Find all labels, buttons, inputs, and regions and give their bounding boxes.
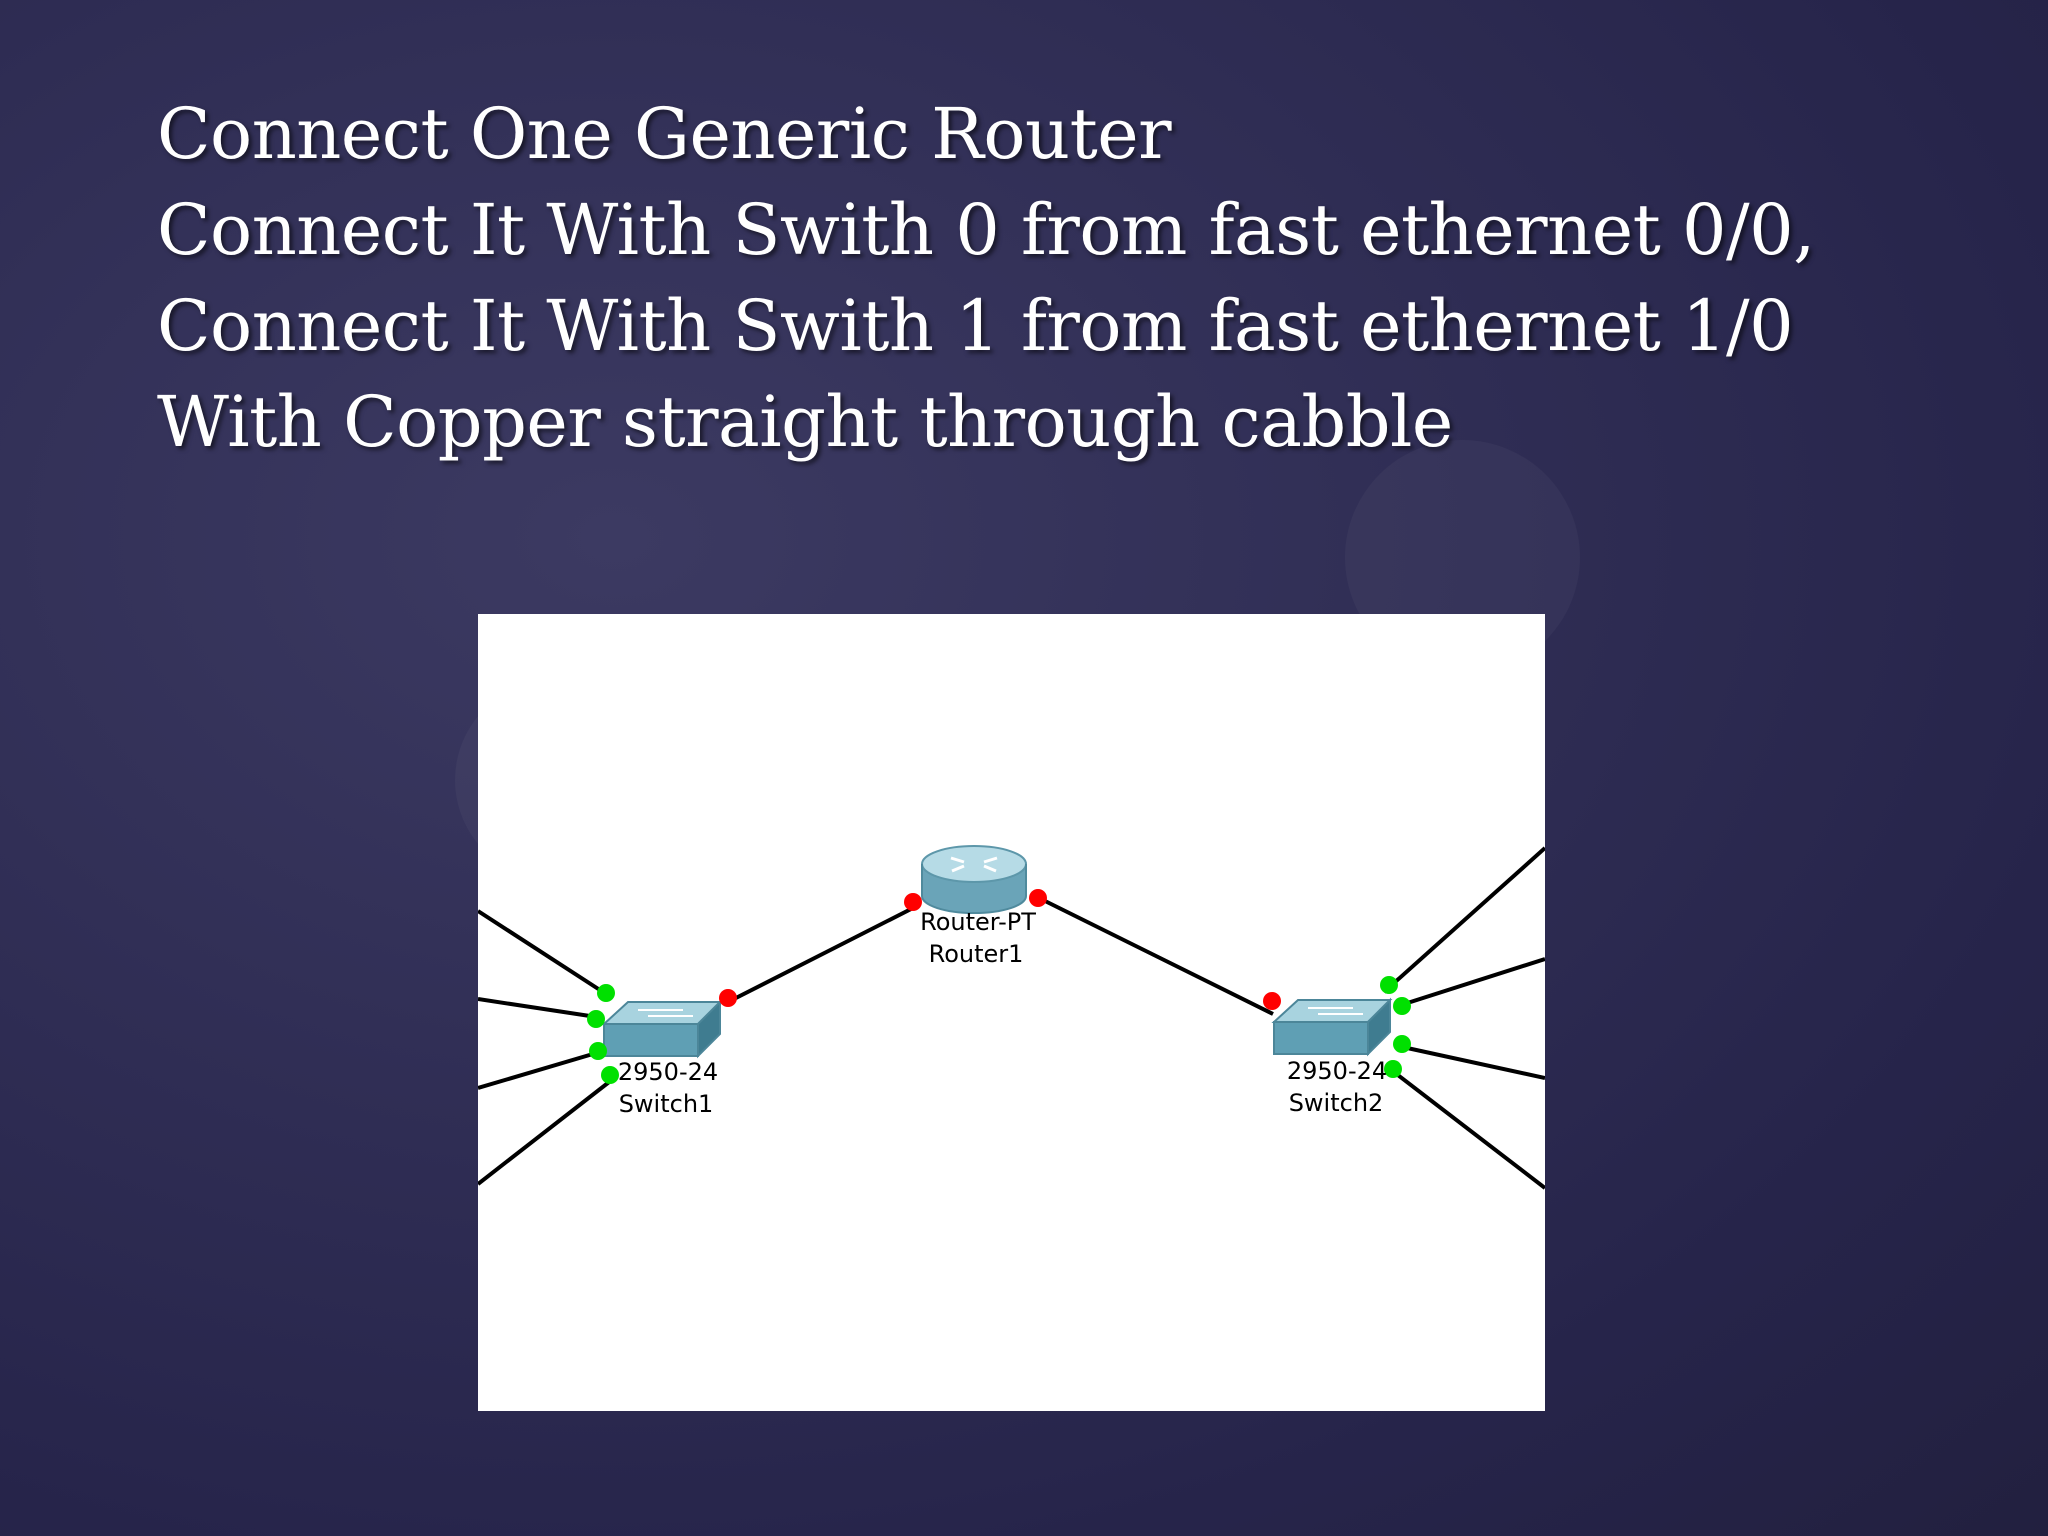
link-up-dots [587,976,1411,1084]
link-down-dot [719,989,737,1007]
switch2-model-label: 2950-24 [1287,1057,1387,1085]
cable [478,1077,615,1186]
link-up-dot [587,1010,605,1028]
cable [1397,1044,1545,1080]
title-line: Connect It With Swith 1 from fast ethern… [157,285,1794,367]
switch2-cables [1382,846,1545,1190]
switch1-icon[interactable] [601,999,723,1059]
cable [1397,957,1545,1008]
switch1-model-label: 2950-24 [618,1058,718,1086]
title-line: Connect One Generic Router [157,93,1172,175]
switch1-cables [478,909,615,1186]
cable-router-switch2 [1042,898,1274,1016]
cable [478,1049,604,1090]
link-down-dots [719,889,1281,1010]
link-up-dot [1384,1060,1402,1078]
router-name-label: Router1 [929,940,1024,968]
link-up-dot [589,1042,607,1060]
topology-diagram: Router-PT Router1 2950-24 Switch1 2950-2… [478,845,1545,1190]
network-topology-screenshot: Router-PT Router1 2950-24 Switch1 2950-2… [478,614,1545,1411]
router-icon[interactable] [921,845,1027,914]
link-down-dot [904,893,922,911]
title-line: With Copper straight through cabble [157,381,1453,463]
title-line: Connect It With Swith 0 from fast ethern… [157,189,1815,271]
cable-router-switch1 [727,906,914,1004]
switch1-name-label: Switch1 [619,1090,714,1118]
cable [1388,1067,1545,1190]
switch2-name-label: Switch2 [1289,1089,1384,1117]
link-up-dot [1393,997,1411,1015]
link-down-dot [1263,992,1281,1010]
router-model-label: Router-PT [920,908,1036,936]
cable [478,997,604,1020]
link-up-dot [597,984,615,1002]
slide-title: Connect One Generic Router Connect It Wi… [157,86,1815,470]
link-up-dot [1393,1035,1411,1053]
link-up-dot [601,1066,619,1084]
link-up-dot [1380,976,1398,994]
cable [1382,846,1545,994]
link-down-dot [1029,889,1047,907]
cable [478,909,605,994]
switch2-icon[interactable] [1271,997,1393,1057]
